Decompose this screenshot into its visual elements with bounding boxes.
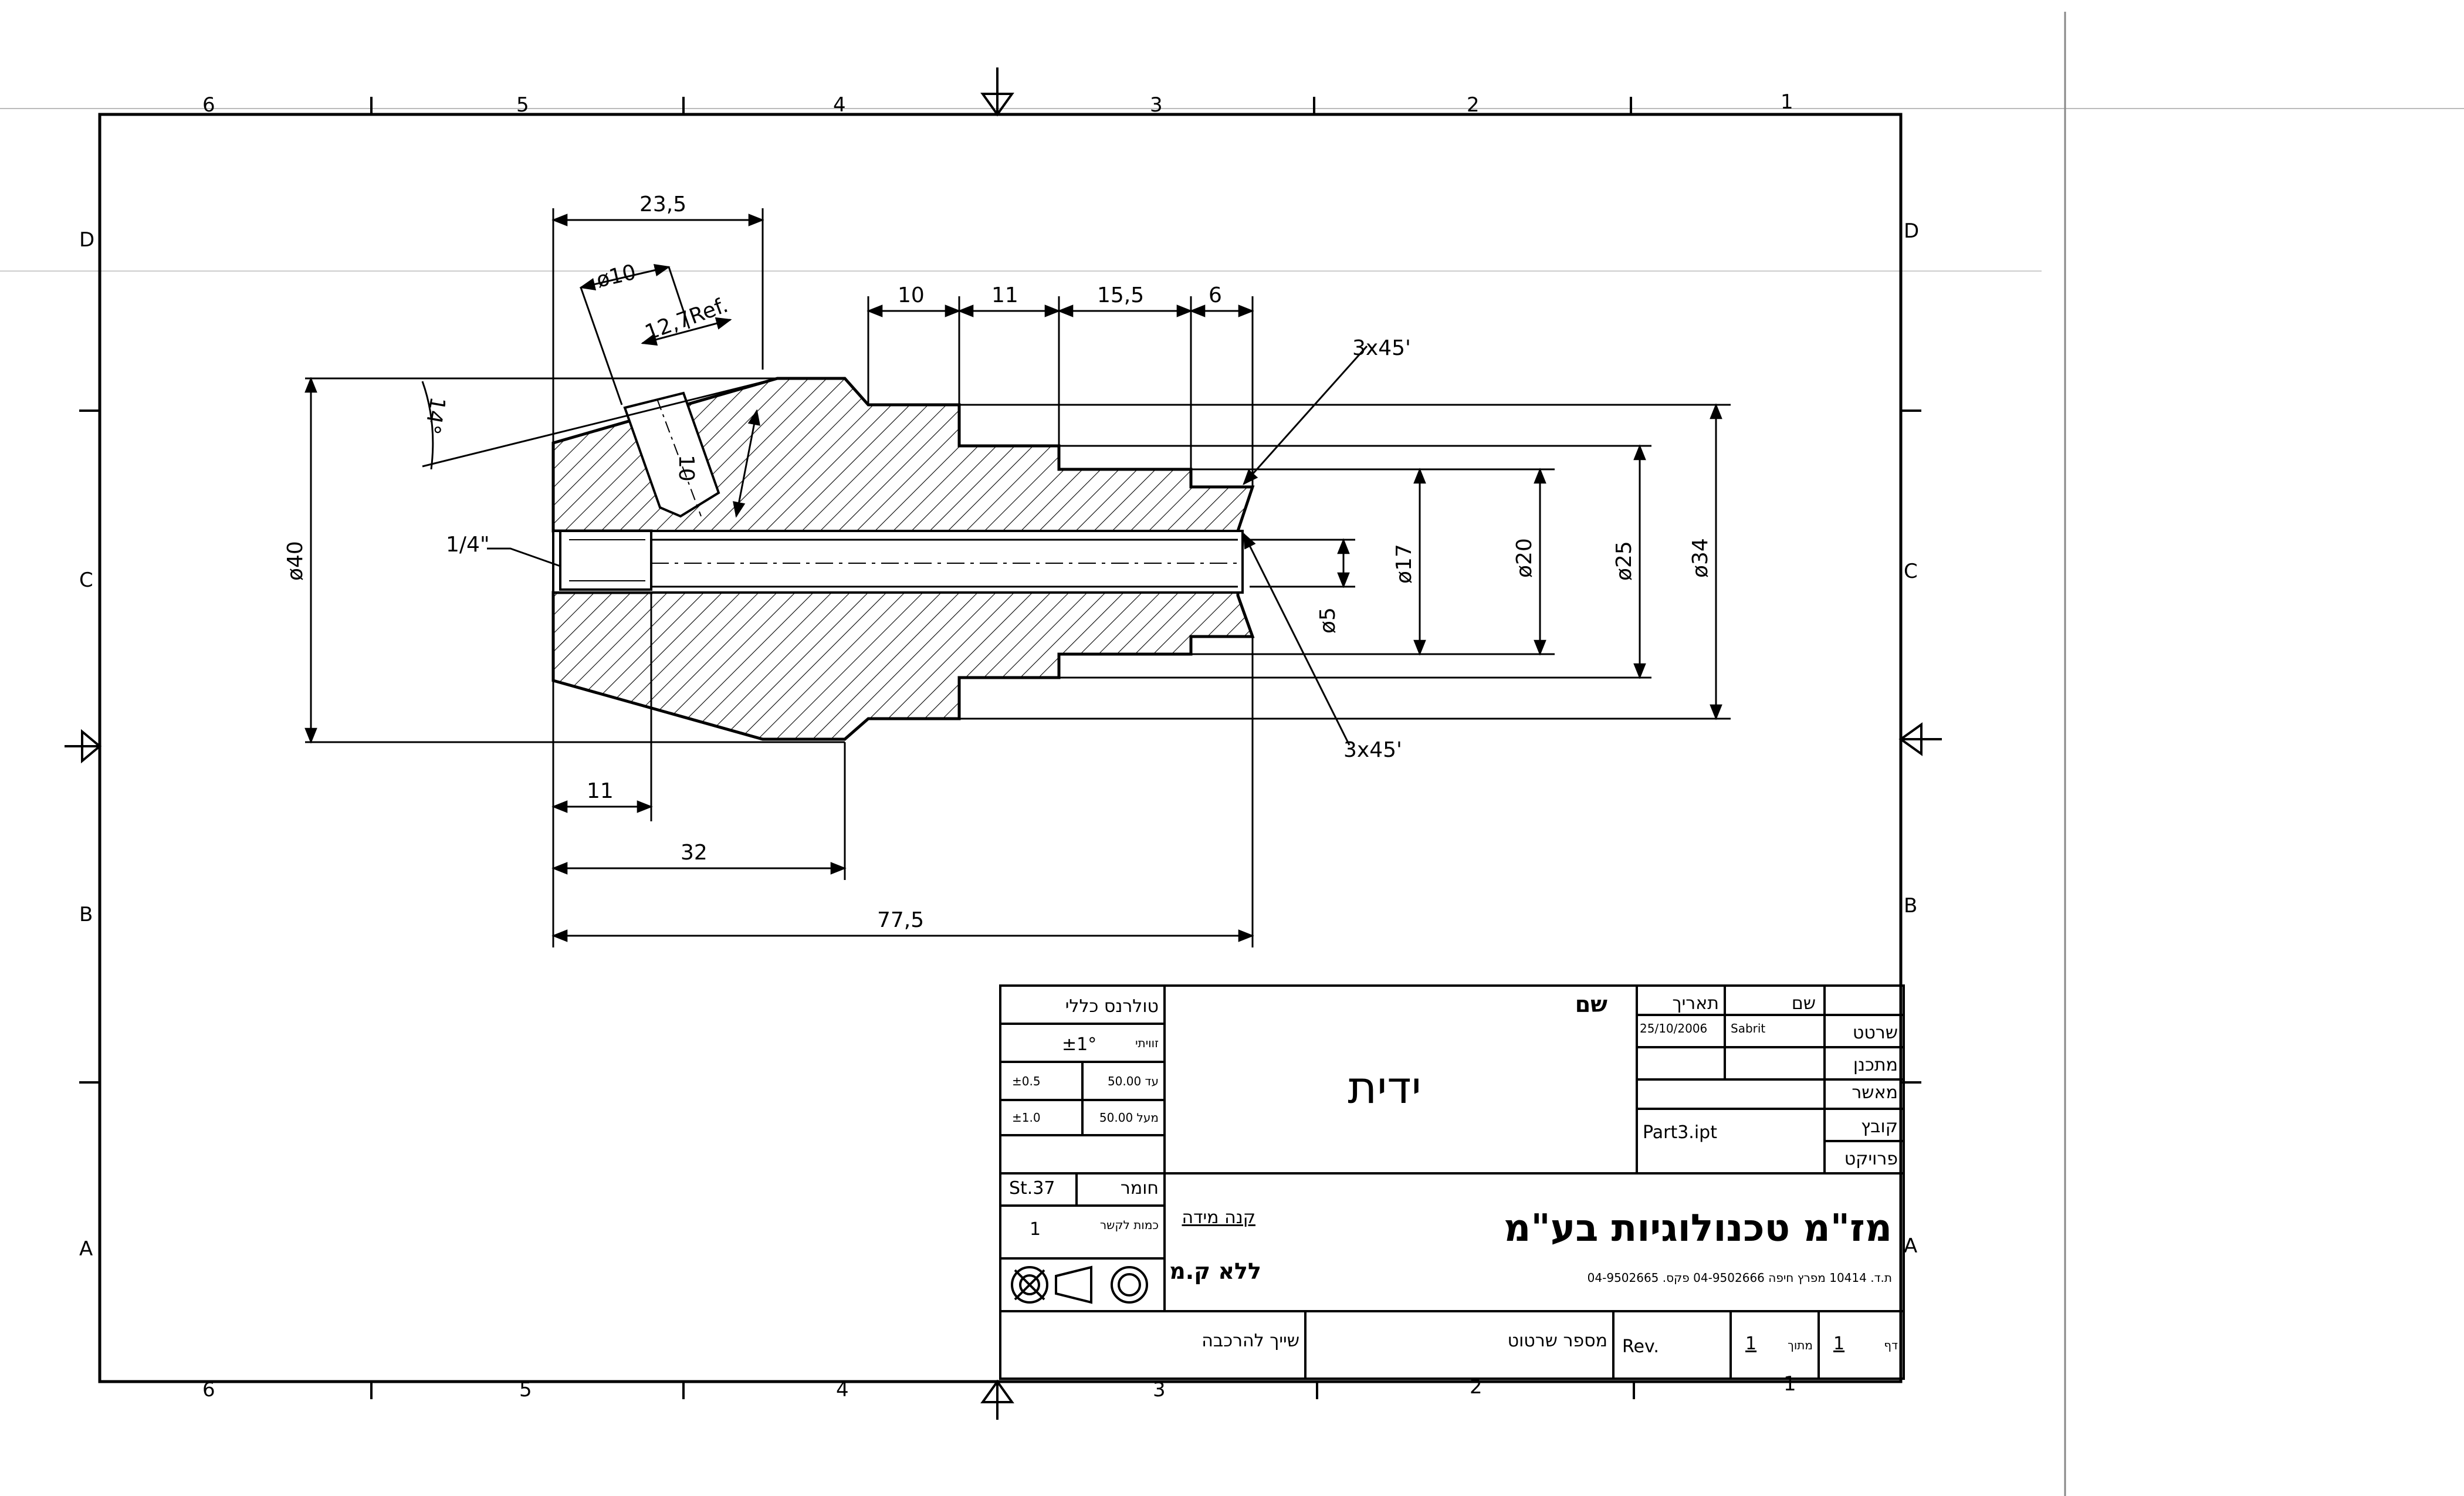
sheet-value: 1 (1833, 1333, 1844, 1354)
zone-col-label: 5 (516, 93, 529, 117)
zone-ticks (79, 97, 1921, 1399)
zone-row-label: A (1904, 1234, 1917, 1258)
dim-dia-20: ø20 (1512, 538, 1536, 578)
zone-col-label: 6 (202, 93, 215, 117)
zone-col-label: 4 (836, 1378, 849, 1402)
date-header: תאריך (1672, 993, 1719, 1014)
part-section (305, 377, 1731, 743)
name-label: שם (1575, 991, 1607, 1017)
quantity-value: 1 (1030, 1219, 1041, 1240)
file-value: Part3.ipt (1643, 1122, 1717, 1143)
dim-len-32: 32 (681, 841, 708, 865)
centering-marks (65, 67, 1942, 1420)
threaded-hole (559, 530, 652, 591)
project-label: פרויקט (1844, 1149, 1898, 1169)
angular-label: זוויתי (1135, 1036, 1159, 1050)
dim-chamfer-top: 3x45' (1352, 336, 1411, 360)
angled-hole-axis (656, 398, 702, 517)
quantity-label: כמות לקשר (1100, 1218, 1159, 1232)
dim-len-77-5: 77,5 (877, 908, 924, 932)
dim-hole-10: 10 (674, 455, 698, 482)
company-contact: ת.ד. 10414 מפרץ חיפה 04-9502666 פקס. 04-… (1588, 1271, 1892, 1285)
tolerance-row1: ±0.5 (1012, 1074, 1041, 1088)
dim-len-15-5: 15,5 (1097, 283, 1144, 307)
dim-dia-17: ø17 (1392, 544, 1416, 584)
material-label: חומר (1121, 1178, 1159, 1199)
dim-dia-40: ø40 (283, 541, 307, 581)
zone-col-label: 1 (1783, 1372, 1796, 1396)
zone-col-label: 4 (833, 93, 846, 117)
dim-len-6: 6 (1209, 283, 1222, 307)
zone-col-label: 2 (1470, 1375, 1483, 1399)
tolerance-header: טולרנס כללי (1065, 996, 1159, 1017)
zone-row-label: B (79, 903, 93, 926)
dim-dia-10: ø10 (594, 260, 638, 293)
angled-hole (623, 391, 720, 518)
zone-row-label: A (79, 1237, 93, 1261)
name-header: שם (1792, 993, 1816, 1014)
angular-value: ±1° (1062, 1034, 1096, 1055)
dim-dia-34: ø34 (1688, 538, 1712, 578)
sheet-label: דף (1884, 1338, 1898, 1352)
tolerance-row2: ±1.0 (1012, 1111, 1041, 1125)
part-name: ידית (1348, 1061, 1421, 1113)
range-row1: עד 50.00 (1108, 1074, 1159, 1088)
scale-label: קנה מידה (1182, 1207, 1256, 1228)
dim-len-11-bottom: 11 (587, 779, 614, 803)
dim-len-10: 10 (898, 283, 925, 307)
central-bore (552, 530, 1244, 594)
drawn-label: שרטט (1853, 1023, 1898, 1043)
zone-col-label: 6 (202, 1378, 215, 1402)
designed-label: מתכנן (1853, 1055, 1898, 1075)
zone-col-label: 3 (1150, 93, 1163, 117)
dim-dia-5: ø5 (1316, 607, 1340, 634)
range-row2: מעל 50.00 (1099, 1111, 1159, 1125)
projection-symbol (1011, 1265, 1148, 1304)
dim-thread: 1/4" (446, 533, 490, 557)
material-value: St.37 (1009, 1178, 1055, 1199)
zone-row-label: D (79, 228, 94, 252)
zone-row-label: C (1904, 560, 1918, 583)
drawing-number-label: מספר שרטוט (1508, 1331, 1607, 1351)
scale-value: ללא ק.מ (1169, 1258, 1261, 1284)
title-block: טולרנס כללי זוויתי ±1° ±0.5 עד 50.00 ±1.… (999, 984, 1905, 1380)
zone-col-label: 3 (1153, 1378, 1166, 1402)
dim-23-5: 23,5 (639, 192, 686, 216)
file-label: קובץ (1861, 1116, 1898, 1137)
dim-chamfer-bottom: 3x45' (1343, 738, 1402, 762)
drawn-date: 25/10/2006 (1640, 1021, 1707, 1035)
dim-ref-12-7: 12,7Ref. (642, 293, 731, 346)
zone-row-label: D (1904, 219, 1919, 243)
of-value: 1 (1745, 1333, 1756, 1354)
dim-len-11-top: 11 (991, 283, 1018, 307)
drawing-frame (98, 113, 1903, 1383)
rev-label: Rev. (1622, 1336, 1659, 1357)
zone-col-label: 5 (519, 1378, 532, 1402)
assembly-label: שייך להרכבה (1201, 1331, 1299, 1351)
zone-col-label: 1 (1781, 90, 1793, 114)
dimension-lines (304, 208, 1722, 947)
drawn-name: Sabrit (1731, 1021, 1765, 1035)
zone-row-label: C (79, 568, 93, 592)
of-label: מתוך (1788, 1338, 1813, 1352)
dim-angle-14: 14° (419, 395, 449, 436)
approved-label: מאשר (1852, 1082, 1898, 1103)
company-name: מז"מ טכנולוגיות בע"מ (1504, 1207, 1892, 1250)
zone-labels: 6 5 4 3 2 1 6 5 4 3 2 1 D C B A D C B A (79, 90, 1919, 1402)
zone-row-label: B (1904, 894, 1917, 918)
zone-col-label: 2 (1467, 93, 1480, 117)
part-lower-section (551, 585, 1255, 741)
dim-dia-25: ø25 (1612, 541, 1636, 581)
